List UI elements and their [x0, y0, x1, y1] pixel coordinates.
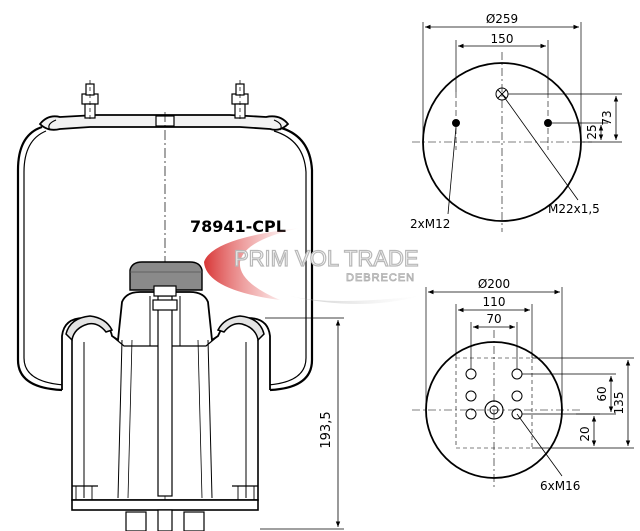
part-number: 78941-CPL: [190, 217, 286, 236]
mounting-stud-right: [231, 80, 249, 122]
bottom-view: [412, 287, 634, 490]
watermark-city: DEBRECEN: [346, 272, 415, 284]
base-insert-left: [125, 511, 147, 531]
central-bolt: [157, 295, 173, 497]
label-hole-callout: 6xM16: [540, 479, 580, 493]
mounting-hole: [465, 368, 477, 380]
label-bottom-offset-20: 20: [578, 426, 592, 441]
bump-stop: [129, 261, 203, 291]
side-section-view: [16, 80, 314, 531]
label-piston-height: 193,5: [319, 411, 334, 448]
base-insert-right: [183, 511, 205, 531]
mounting-hole: [511, 368, 523, 380]
watermark-brand: PRIM VOL TRADE: [234, 246, 419, 271]
mounting-hole: [465, 408, 477, 420]
base-square: [455, 357, 533, 449]
watermark-grey-swoosh: [290, 296, 420, 304]
label-bottom-diameter: Ø200: [478, 277, 510, 291]
label-bottom-width-70: 70: [486, 312, 501, 326]
stud-hole-right: [544, 119, 552, 127]
label-bottom-height-135: 135: [612, 392, 626, 415]
label-top-offset-73: 73: [600, 110, 614, 125]
bellow-inner-wall: [23, 130, 307, 386]
watermark-logo: PRIM VOL TRADE DEBRECEN: [204, 228, 420, 304]
bellow-lower-fold: [65, 315, 265, 342]
label-bottom-height-60: 60: [595, 386, 609, 401]
piston-base: [71, 499, 259, 511]
label-bottom-width-110: 110: [483, 295, 506, 309]
dimension-piston-height: [260, 317, 344, 530]
center-bolt-head: [484, 400, 504, 420]
watermark-red-swoosh: [204, 228, 300, 300]
label-air-fitting-callout: M22x1,5: [548, 202, 600, 216]
label-top-diameter: Ø259: [486, 12, 518, 26]
stud-hole-left: [452, 119, 460, 127]
label-top-bolt-spacing: 150: [491, 32, 514, 46]
mounting-hole: [465, 390, 477, 402]
top-view: [412, 22, 622, 232]
mounting-stud-left: [81, 80, 99, 122]
label-top-offset-25: 25: [585, 124, 599, 139]
label-stud-callout: 2xM12: [410, 217, 450, 231]
mounting-hole: [511, 390, 523, 402]
bellow-outer-wall: [16, 125, 314, 392]
